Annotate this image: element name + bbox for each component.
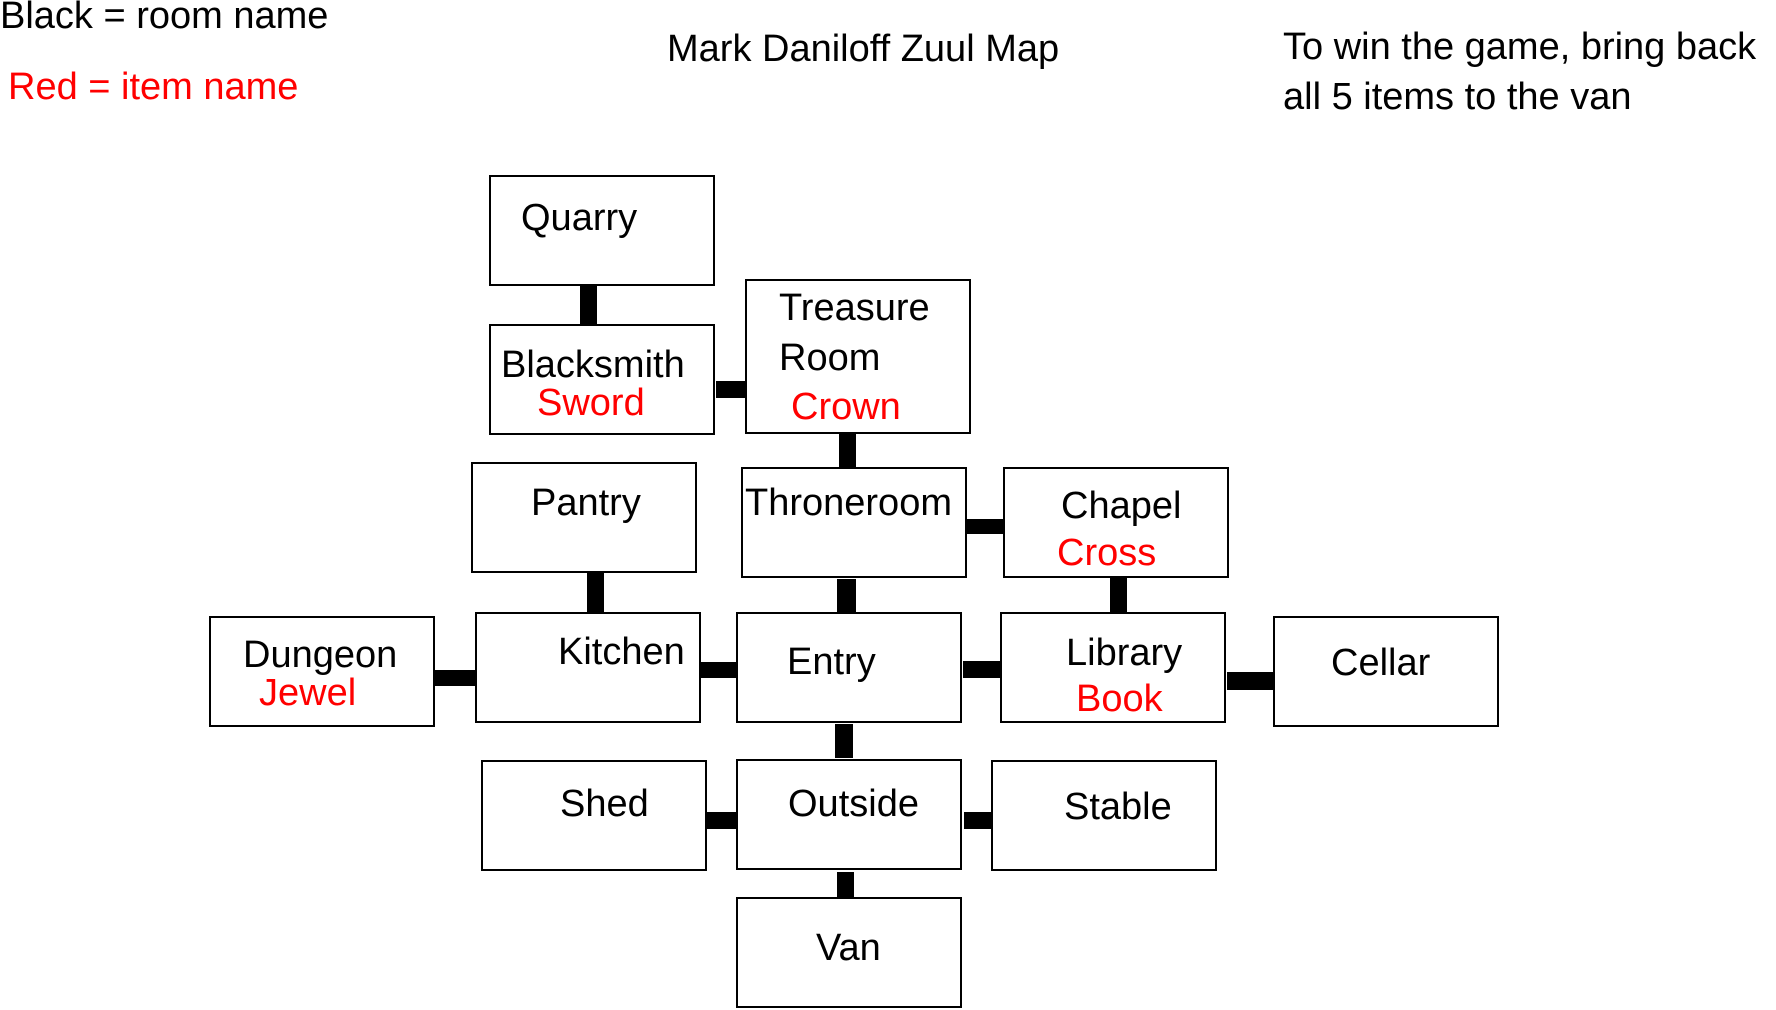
room-pantry: Pantry [471,462,697,573]
connector-outside-van [837,872,854,901]
room-blacksmith: Blacksmith Sword [489,324,715,435]
room-name: Kitchen [558,631,685,673]
room-name: Outside [788,783,919,825]
item-name: Crown [791,386,901,428]
connector-throneroom-chapel [967,519,1004,534]
connector-outside-stable [964,812,994,829]
room-name: Quarry [521,197,638,239]
room-shed: Shed [481,760,707,871]
win-condition-line-2: all 5 items to the van [1283,76,1632,118]
connector-pantry-kitchen [587,573,604,614]
connector-dungeon-kitchen [435,670,475,686]
legend-item-name: Red = item name [8,66,299,108]
room-throneroom: Throneroom [741,467,967,578]
win-condition-line-1: To win the game, bring back [1283,26,1757,68]
item-name: Book [1076,678,1163,720]
room-chapel: Chapel Cross [1003,467,1229,578]
room-kitchen: Kitchen [475,612,701,723]
room-name: Shed [560,783,649,825]
win-condition: To win the game, bring back all 5 items … [1283,22,1756,122]
connector-kitchen-entry [701,662,741,678]
connector-blacksmith-treasure-room [716,381,747,398]
connector-chapel-library [1110,577,1127,618]
room-stable: Stable [991,760,1217,871]
room-outside: Outside [736,759,962,870]
room-cellar: Cellar [1273,616,1499,727]
item-name: Sword [537,382,645,424]
connector-throneroom-entry [837,579,856,613]
room-quarry: Quarry [489,175,715,286]
room-library: Library Book [1000,612,1226,723]
room-dungeon: Dungeon Jewel [209,616,435,727]
map-title: Mark Daniloff Zuul Map [667,28,1060,70]
connector-entry-outside [835,724,853,758]
connector-shed-outside [706,812,743,829]
room-van: Van [736,897,962,1008]
item-name: Cross [1057,532,1157,574]
room-name: Pantry [531,482,641,524]
room-name: Blacksmith [501,344,685,386]
room-name: Chapel [1061,485,1182,527]
room-name: Cellar [1331,642,1431,684]
room-name: Library [1066,632,1183,674]
room-name: Dungeon [243,634,398,676]
item-name: Jewel [259,672,357,714]
connector-treasure-room-throneroom [839,433,856,467]
room-name: Van [816,927,881,969]
room-treasure-room: Treasure Room Crown [745,279,971,434]
connector-entry-library [963,661,1003,678]
room-name: Entry [787,641,876,683]
room-name-line-2: Room [779,337,881,379]
room-name-line-1: Treasure [779,287,930,329]
legend-room-name: Black = room name [0,0,329,37]
room-entry: Entry [736,612,962,723]
connector-quarry-blacksmith [580,286,597,328]
room-name: Stable [1064,786,1172,828]
connector-library-cellar [1227,672,1275,690]
room-name: Throneroom [745,482,952,524]
